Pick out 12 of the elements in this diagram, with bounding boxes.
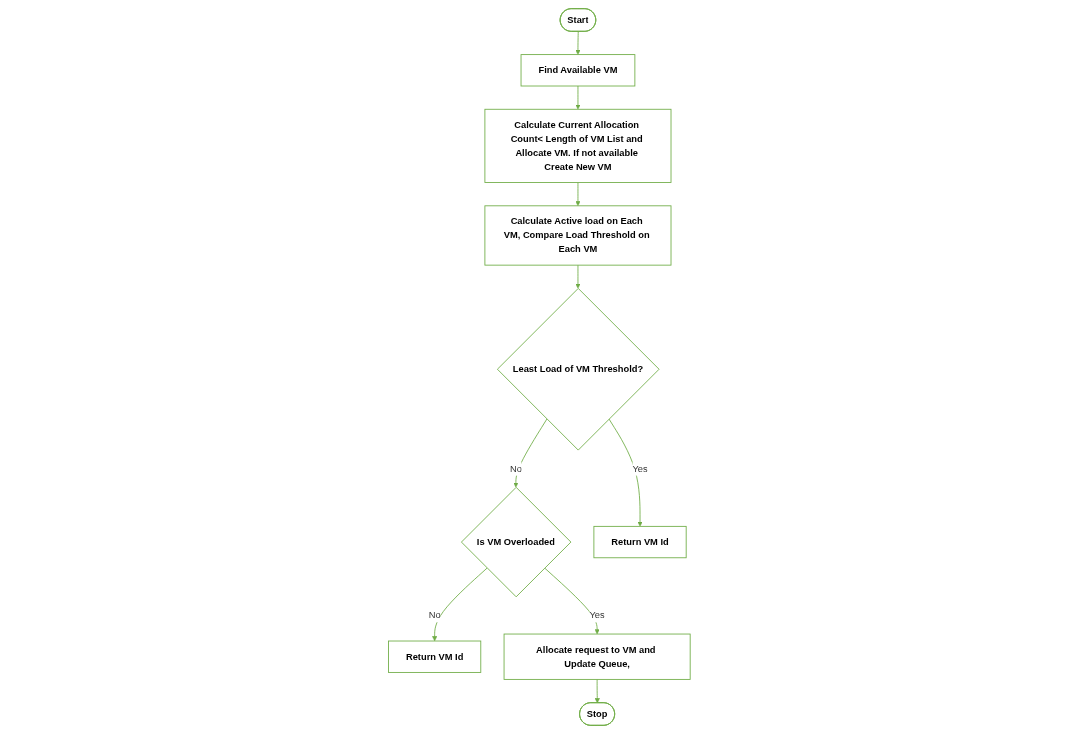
node-box: Calculate Current Allocation Count< Length of VM List and Allocate VM. If not available Create New VM [484, 108, 672, 183]
edge-label: No [428, 610, 441, 621]
node-box: Return VM Id [387, 640, 481, 673]
node-diamond: Is VM Overloaded [460, 486, 571, 598]
node-diamond: Least Load of VM Threshold? [496, 287, 660, 451]
edge-label: No [509, 463, 522, 474]
node-box: Calculate Active load on Each VM, Compare Load Threshold on Each VM [484, 205, 672, 266]
node-box: Allocate request to VM and Update Queue, [503, 633, 691, 680]
node-box: Return VM Id [593, 525, 687, 559]
edge-label: Yes [589, 610, 605, 621]
node-box: Find Available VM [520, 54, 635, 87]
edge-label: Yes [632, 463, 648, 474]
